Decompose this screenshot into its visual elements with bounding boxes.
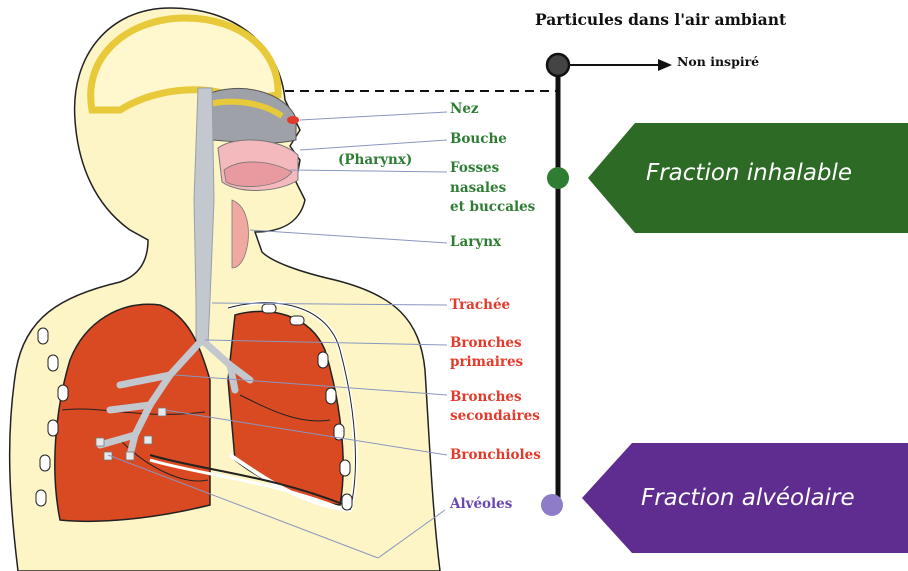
label-larynx: Larynx [450,234,501,251]
inhalable-dot [547,167,569,189]
label-bronches-primaires-2: primaires [450,354,523,371]
non-inspire-label: Non inspiré [677,54,759,69]
label-bouche: Bouche [450,131,507,148]
label-bronches-primaires-1: Bronches [450,335,522,352]
fraction-inhalable-text: Fraction inhalable [646,160,852,186]
label-bronchioles: Bronchioles [450,447,541,464]
fraction-alveolaire-text: Fraction alvéolaire [641,485,855,511]
label-fosses-3: et buccales [450,199,535,216]
origin-dot [547,54,569,76]
label-bronches-secondaires-2: secondaires [450,408,540,425]
label-fosses-1: Fosses [450,160,499,177]
arrowhead [658,59,672,71]
label-pharynx: (Pharynx) [338,152,412,169]
label-trachee: Trachée [450,297,510,314]
diagram-title: Particules dans l'air ambiant [535,10,786,29]
alveolar-dot [541,494,563,516]
label-nez: Nez [450,101,479,118]
label-fosses-2: nasales [450,180,506,197]
nostril [287,116,299,124]
label-alveoles: Alvéoles [450,496,512,513]
label-bronches-secondaires-1: Bronches [450,389,522,406]
